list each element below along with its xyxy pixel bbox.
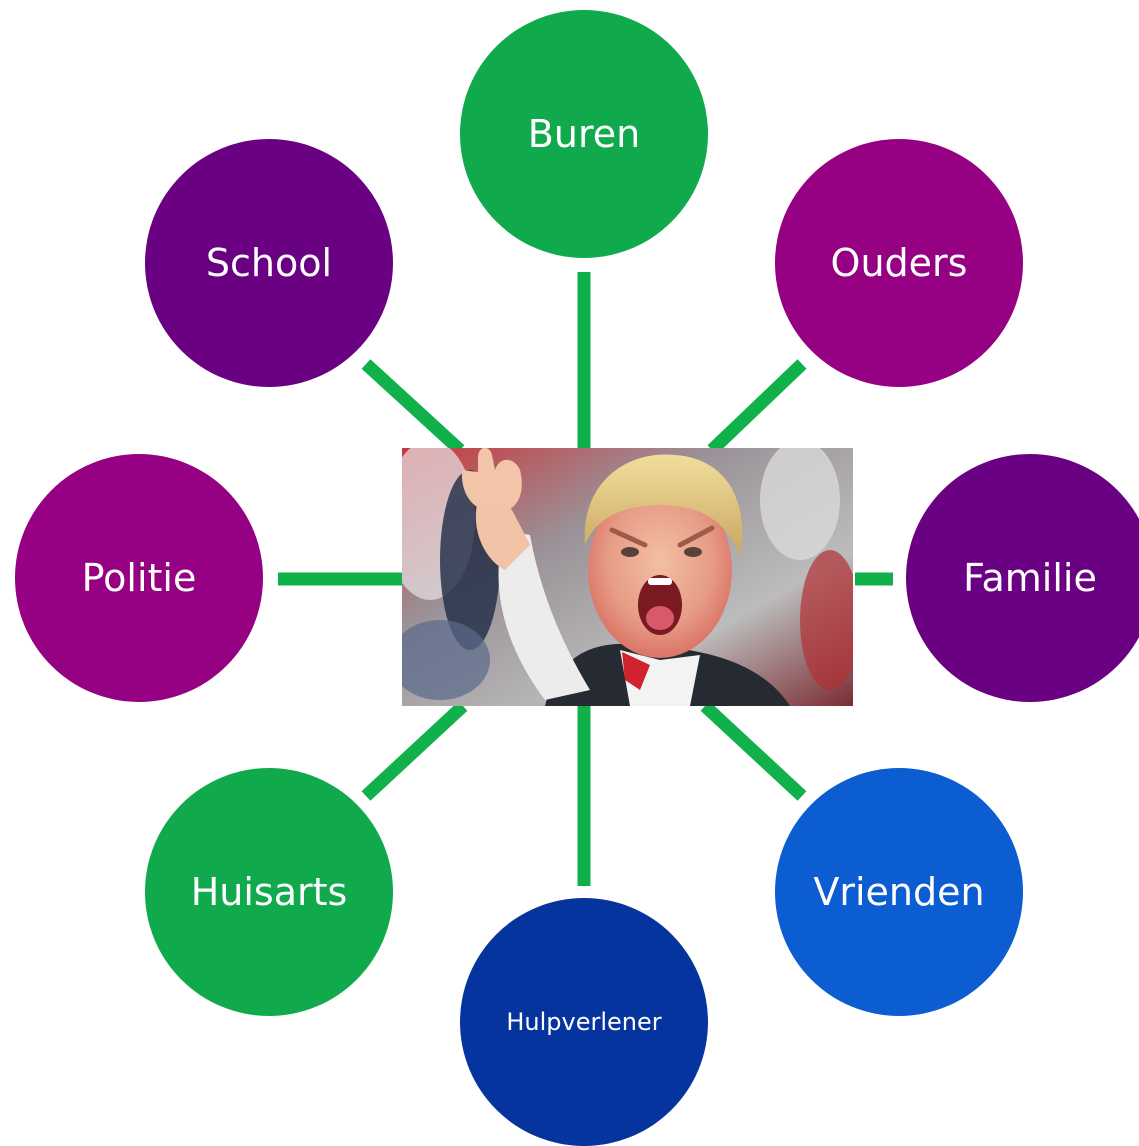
node-school: School bbox=[145, 139, 393, 387]
node-vrienden: Vrienden bbox=[775, 768, 1023, 1016]
node-circle bbox=[775, 768, 1023, 1016]
right-brow bbox=[677, 525, 715, 548]
raised-arm bbox=[498, 530, 590, 700]
teeth bbox=[648, 578, 672, 585]
node-circle bbox=[460, 10, 708, 258]
middle-finger bbox=[478, 452, 492, 492]
connector-line bbox=[361, 701, 468, 801]
tongue bbox=[646, 606, 674, 630]
connector-lines bbox=[278, 272, 893, 886]
center-photo bbox=[402, 448, 853, 706]
background-crowd-shape bbox=[760, 448, 840, 560]
left-brow bbox=[609, 527, 648, 548]
node-politie: Politie bbox=[15, 454, 263, 702]
node-circle bbox=[15, 454, 263, 702]
node-group: Buren Ouders Familie Vrienden Hulpverlen… bbox=[15, 10, 1139, 1146]
node-hulpverlener: Hulpverlener bbox=[460, 898, 708, 1146]
face bbox=[588, 482, 732, 658]
node-familie: Familie bbox=[906, 454, 1139, 702]
node-circle bbox=[145, 139, 393, 387]
connector-line bbox=[707, 359, 807, 455]
background-crowd-shape bbox=[402, 620, 490, 700]
right-eye bbox=[684, 547, 702, 557]
red-collar bbox=[622, 652, 650, 690]
node-label: Vrienden bbox=[813, 870, 984, 914]
node-label: Hulpverlener bbox=[506, 1008, 661, 1036]
node-circle bbox=[460, 898, 708, 1146]
node-ouders: Ouders bbox=[775, 139, 1023, 387]
background-crowd-shape bbox=[800, 550, 853, 690]
node-huisarts: Huisarts bbox=[145, 768, 393, 1016]
node-label: Ouders bbox=[831, 241, 968, 285]
node-buren: Buren bbox=[460, 10, 708, 258]
node-circle bbox=[775, 139, 1023, 387]
node-label: Buren bbox=[528, 112, 640, 156]
left-eye bbox=[621, 547, 639, 557]
node-circle bbox=[145, 768, 393, 1016]
node-label: School bbox=[206, 241, 332, 285]
connector-line bbox=[700, 701, 807, 801]
node-circle bbox=[906, 454, 1139, 702]
connector-line bbox=[361, 359, 465, 455]
node-label: Politie bbox=[82, 556, 197, 600]
hair bbox=[584, 454, 743, 555]
node-label: Huisarts bbox=[191, 870, 348, 914]
node-label: Familie bbox=[963, 556, 1097, 600]
